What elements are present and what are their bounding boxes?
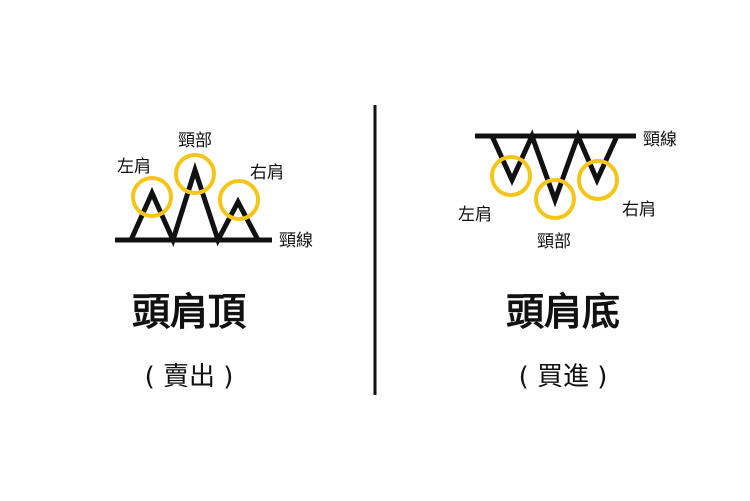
price-line-top	[128, 161, 261, 248]
title-bottom: 頭肩底	[506, 290, 620, 334]
title-top: 頭肩頂	[132, 290, 247, 334]
head-circle	[174, 153, 216, 195]
subtitle-bottom: ( 買進 )	[519, 362, 608, 392]
head-shoulders-bottom-figure: 左肩 頸部 右肩 頸線 頭肩底 ( 買進 )	[458, 129, 677, 392]
left-shoulder-circle	[490, 155, 532, 197]
left-shoulder-circle	[131, 176, 173, 218]
label-head: 頸部	[178, 131, 212, 151]
head-shoulders-top-figure: 左肩 頸部 右肩 頸線 頭肩頂 ( 賣出 )	[115, 131, 313, 392]
label-right-shoulder: 右肩	[622, 200, 656, 220]
subtitle-top: ( 賣出 )	[145, 362, 234, 392]
label-left-shoulder: 左肩	[458, 205, 492, 225]
label-head: 頸部	[537, 232, 571, 252]
label-neckline: 頸線	[643, 130, 677, 150]
right-shoulder-circle	[577, 159, 619, 201]
label-right-shoulder: 右肩	[250, 163, 284, 183]
head-circle	[534, 178, 576, 220]
price-line-bottom	[489, 129, 620, 208]
right-shoulder-circle	[218, 179, 260, 221]
label-left-shoulder: 左肩	[117, 157, 151, 177]
label-neckline: 頸線	[279, 231, 313, 251]
